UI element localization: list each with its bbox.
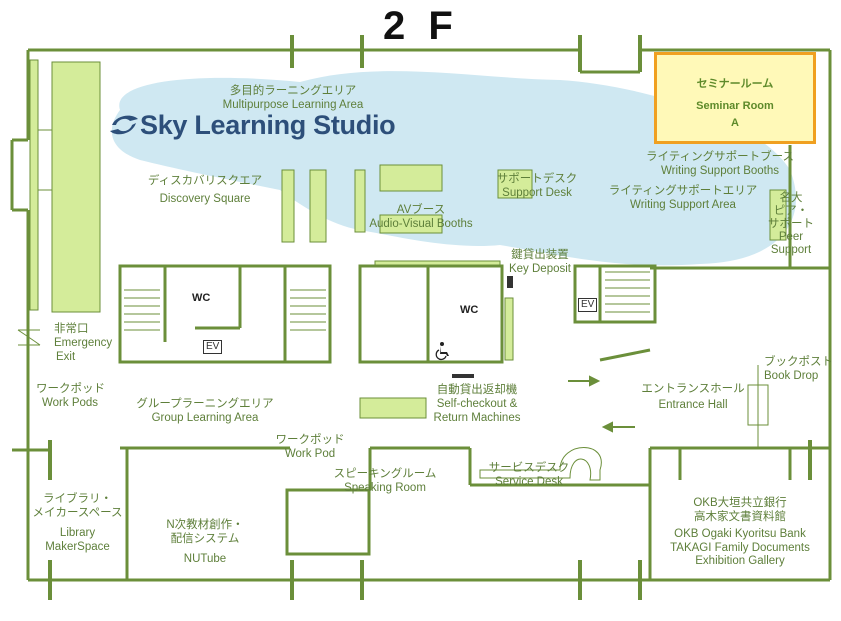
elevator-left: EV xyxy=(203,340,223,354)
support-desk-en: Support Desk xyxy=(502,187,572,199)
service-desk-counter xyxy=(479,447,602,481)
studio-title: Sky Learning Studio xyxy=(140,110,396,140)
av-booths-label: AVブース Audio-Visual Booths xyxy=(360,203,482,231)
work-pods-jp: ワークポッド xyxy=(36,383,105,395)
emergency-jp: 非常口 xyxy=(54,323,89,335)
okb-en2: TAKAGI Family Documents xyxy=(670,541,810,554)
speaking-room-jp: スピーキングルーム xyxy=(333,468,437,480)
self-checkout-en2: Return Machines xyxy=(433,412,521,424)
wc-left: WC xyxy=(192,292,211,304)
key-deposit-label: 鍵貸出装置 Key Deposit xyxy=(500,248,580,276)
work-pod-center-jp: ワークポッド xyxy=(275,434,345,446)
key-deposit-en: Key Deposit xyxy=(508,263,571,275)
self-checkout-jp: 自動貸出返却機 xyxy=(436,384,518,396)
discovery-jp: ディスカバリスクエア xyxy=(147,175,263,187)
discovery-en: Discovery Square xyxy=(159,193,251,205)
okb-en3: Exhibition Gallery xyxy=(695,555,785,567)
emergency-exit-label: 非常口 Emergency Exit xyxy=(40,322,120,364)
nutube-jp1: N次教材創作・ xyxy=(166,519,244,531)
speaking-room-en: Speaking Room xyxy=(344,482,426,494)
nutube-label: N次教材創作・ 配信システム NUTube xyxy=(150,518,260,566)
accessible-toilet-icon xyxy=(435,342,449,361)
work-pod-center-label: ワークポッド Work Pod xyxy=(272,433,348,461)
service-desk-en: Service Desk xyxy=(495,476,563,488)
entrance-hall-jp: エントランスホール xyxy=(641,383,745,395)
okb-gallery-label: OKB大垣共立銀行 高木家文書資料館 OKB Ogaki Kyoritsu Ba… xyxy=(652,497,828,569)
service-desk-jp: サービスデスク xyxy=(488,462,570,474)
library-maker-jp2: メイカースペース xyxy=(32,507,123,519)
emergency-en2: Exit xyxy=(56,351,76,363)
work-pod-center-en: Work Pod xyxy=(284,448,336,460)
multipurpose-area-jp: 多目的ラーニングエリア xyxy=(229,85,357,97)
group-learning-label: グループラーニングエリア Group Learning Area xyxy=(135,397,275,425)
writing-area-label: ライティングサポートエリア Writing Support Area xyxy=(603,184,763,212)
peer-support-l4: Peer xyxy=(778,231,804,243)
okb-jp2: 高木家文書資料館 xyxy=(694,510,786,523)
writing-booths-jp: ライティングサポートブース xyxy=(645,151,794,163)
book-post-jp: ブックポスト xyxy=(764,356,833,368)
group-learning-en: Group Learning Area xyxy=(151,412,259,424)
entrance-hall-label: エントランスホール Entrance Hall xyxy=(640,382,746,412)
work-pods-en: Work Pods xyxy=(42,397,99,409)
multipurpose-area-cloud xyxy=(111,71,796,266)
nutube-en: NUTube xyxy=(183,553,227,565)
work-pods-label: ワークポッド Work Pods xyxy=(36,382,114,410)
key-deposit-jp: 鍵貸出装置 xyxy=(511,249,569,261)
group-learning-jp: グループラーニングエリア xyxy=(136,398,274,410)
seminar-a-code: A xyxy=(731,117,739,129)
book-drop-label: ブックポスト Book Drop xyxy=(764,355,834,383)
library-maker-en1: Library xyxy=(59,527,96,539)
shelf-left-tall xyxy=(51,61,101,313)
elevator-right: EV xyxy=(578,298,598,312)
peer-support-l1: 名大 xyxy=(779,192,803,204)
multipurpose-area-label: 多目的ラーニングエリア Multipurpose Learning Area xyxy=(213,84,373,112)
okb-jp1: OKB大垣共立銀行 xyxy=(693,497,787,509)
self-checkout-en1: Self-checkout & xyxy=(436,398,518,410)
service-desk-label: サービスデスク Service Desk xyxy=(484,461,574,489)
self-checkout-label: 自動貸出返却機 Self-checkout & Return Machines xyxy=(422,383,532,425)
seminar-a-en: Seminar Room xyxy=(696,100,774,112)
studio-logo-mark xyxy=(110,115,138,135)
peer-support-l3: サポート xyxy=(768,218,814,230)
entrance-hall-en: Entrance Hall xyxy=(658,399,728,411)
wc-center: WC xyxy=(460,304,479,316)
shelf-left-thin xyxy=(29,59,39,311)
book-post-en: Book Drop xyxy=(764,370,819,382)
writing-booths-en: Writing Support Booths xyxy=(660,165,780,177)
av-booths-en: Audio-Visual Booths xyxy=(369,218,473,230)
support-desk-label: サポートデスク Support Desk xyxy=(492,172,582,200)
support-desk-jp: サポートデスク xyxy=(496,173,578,185)
emergency-en1: Emergency xyxy=(54,337,113,349)
writing-area-en: Writing Support Area xyxy=(630,199,736,211)
peer-support-l5: Support xyxy=(770,244,812,256)
writing-booths-label: ライティングサポートブース Writing Support Booths xyxy=(640,150,800,178)
library-makerspace-label: ライブラリ・ メイカースペース Library MakerSpace xyxy=(30,492,125,554)
library-maker-en2: MakerSpace xyxy=(45,541,110,553)
floor-label: 2 F xyxy=(383,4,459,48)
okb-en1: OKB Ogaki Kyoritsu Bank xyxy=(674,528,806,540)
peer-support-l2: ピア・ xyxy=(773,205,809,217)
multipurpose-area-en: Multipurpose Learning Area xyxy=(222,99,364,111)
library-maker-jp1: ライブラリ・ xyxy=(43,493,112,505)
writing-area-jp: ライティングサポートエリア xyxy=(608,185,758,197)
seminar-room-a[interactable]: セミナールーム Seminar Room A xyxy=(654,52,816,144)
peer-support-label: 名大 ピア・ サポート Peer Support xyxy=(766,192,816,257)
nutube-jp2: 配信システム xyxy=(170,533,240,545)
av-booths-jp: AVブース xyxy=(396,204,446,216)
discovery-square-label: ディスカバリスクエア Discovery Square xyxy=(140,174,270,206)
seminar-a-jp: セミナールーム xyxy=(696,78,774,90)
speaking-room-label: スピーキングルーム Speaking Room xyxy=(330,467,440,495)
